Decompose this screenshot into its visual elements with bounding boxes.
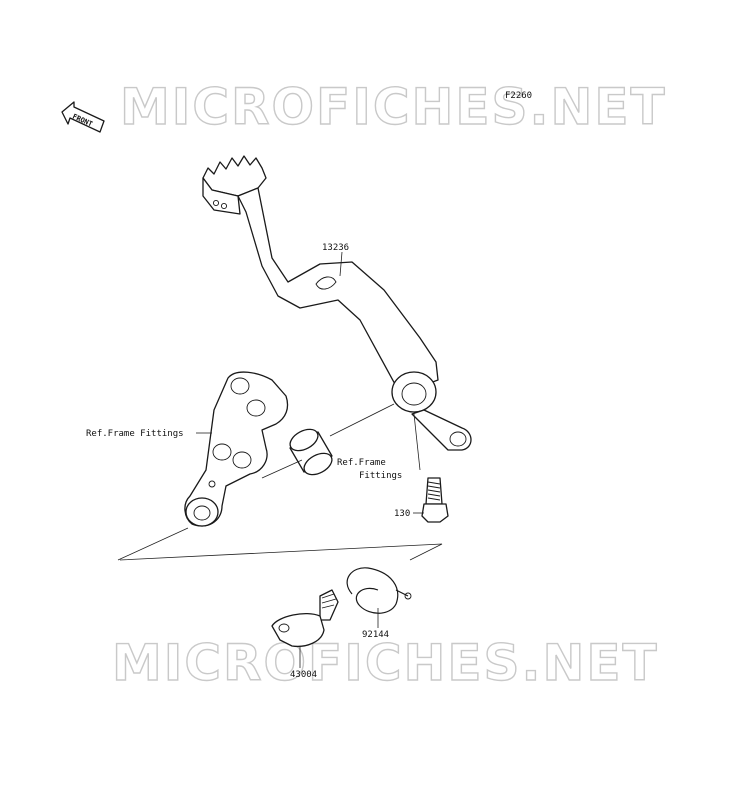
front-arrow-icon: FRONT (61, 101, 105, 133)
collar-part (289, 428, 333, 476)
bolt-part (421, 477, 449, 523)
label-13236: 13236 (322, 243, 349, 277)
frame-bracket-part (184, 371, 289, 527)
label-43004: 43004 (290, 646, 317, 680)
label-text-130: 130 (394, 509, 410, 519)
label-text-92144: 92144 (362, 630, 389, 640)
label-text-frame-left: Ref.Frame Fittings (86, 429, 184, 439)
label-text-13236: 13236 (322, 243, 349, 253)
label-frame-fittings-left: Ref.Frame Fittings (86, 429, 212, 439)
figure-code: F2260 (505, 91, 532, 101)
label-text-frame-right-2: Fittings (359, 471, 402, 481)
label-130: 130 (394, 509, 424, 519)
label-frame-fittings-right: Ref.Frame Fittings (337, 458, 402, 481)
label-text-frame-right-1: Ref.Frame (337, 458, 386, 468)
watermark-bottom: MICROFICHES.NET (112, 634, 659, 692)
spring-part (346, 567, 412, 614)
label-92144: 92144 (362, 608, 389, 640)
brake-pedal-part (202, 155, 472, 451)
label-text-43004: 43004 (290, 670, 317, 680)
watermark-top: MICROFICHES.NET (120, 78, 667, 136)
brake-lever-part (271, 589, 339, 648)
